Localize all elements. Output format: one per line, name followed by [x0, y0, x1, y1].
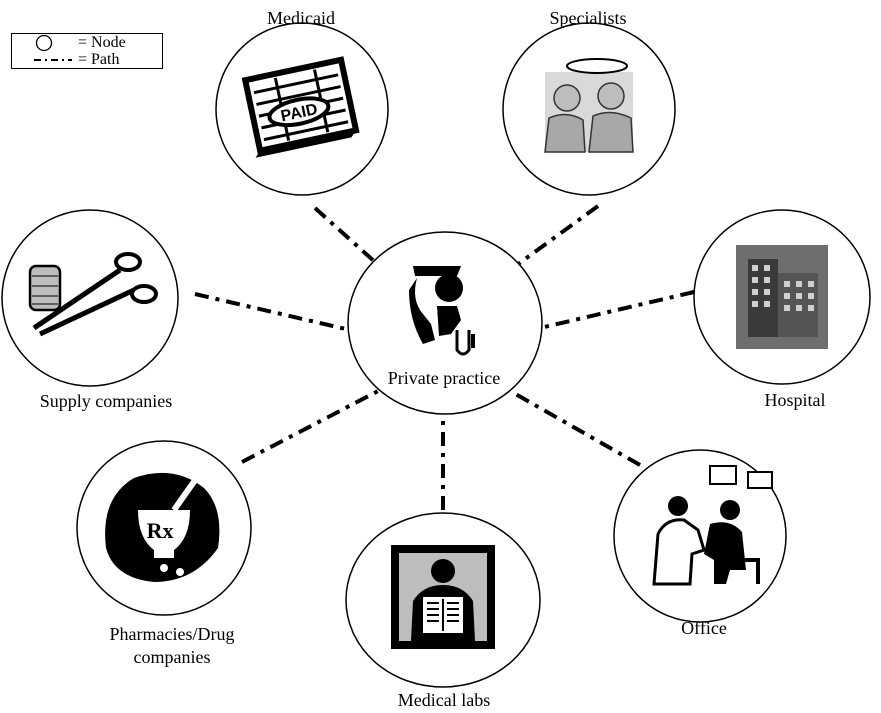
- paid-insurance-form-icon: PAID: [241, 56, 360, 158]
- path-office: [511, 390, 641, 467]
- path-hospital: [539, 290, 695, 330]
- legend-node-row: = Node: [12, 34, 162, 51]
- hospital-building-icon: [736, 245, 828, 349]
- svg-text:Rx: Rx: [147, 518, 174, 543]
- legend-path-row: = Path: [12, 51, 162, 68]
- label-private-practice: Private practice: [387, 368, 501, 388]
- path-medicaid: [313, 206, 377, 264]
- path-supply: [194, 292, 351, 332]
- label-office: Office: [681, 618, 727, 638]
- label-specialists: Specialists: [549, 8, 627, 28]
- label-hospital: Hospital: [764, 390, 826, 410]
- label-pharmacies: Pharmacies/Drug: [109, 624, 235, 644]
- path-symbol-icon: [34, 59, 72, 61]
- doctor-patient-icon: [652, 465, 773, 586]
- node-symbol-icon: [35, 34, 53, 51]
- legend: = Node = Path: [11, 33, 163, 69]
- label-pharmacies-line2: companies: [133, 647, 211, 667]
- mortar-pestle-rx-icon: Rx: [105, 464, 220, 582]
- dentist-icon: [409, 266, 475, 356]
- path-pharmacies: [241, 388, 381, 464]
- xray-icon: [391, 545, 495, 649]
- label-medical-labs: Medical labs: [397, 690, 491, 710]
- legend-node-label: = Node: [78, 34, 126, 51]
- surgeons-icon: [544, 58, 634, 153]
- legend-path-label: = Path: [78, 51, 120, 68]
- label-supply-companies: Supply companies: [39, 391, 173, 411]
- bandage-scissors-icon: [28, 252, 158, 337]
- path-specialists: [508, 204, 600, 272]
- label-medicaid: Medicaid: [267, 8, 335, 28]
